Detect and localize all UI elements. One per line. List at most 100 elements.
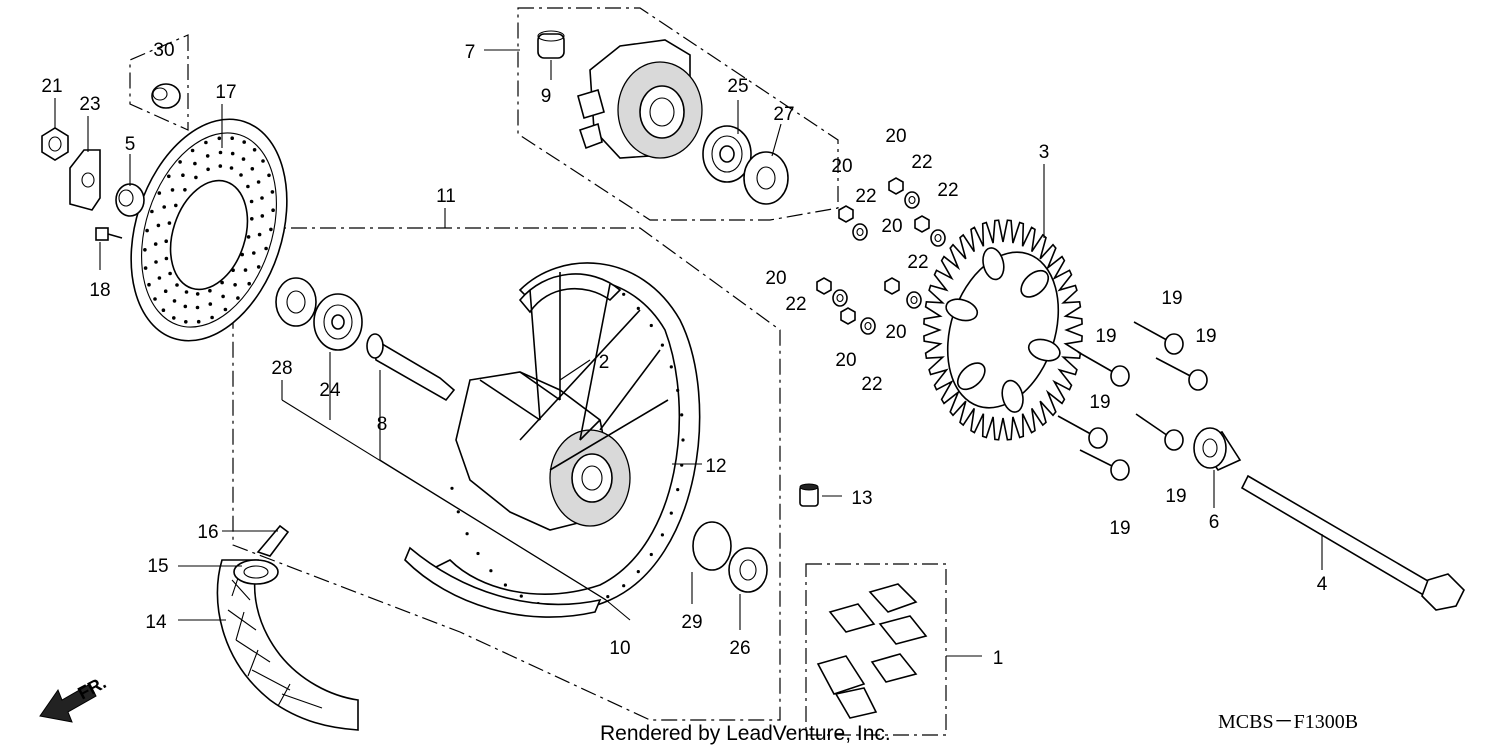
disc-hole — [220, 280, 224, 285]
o-ring-29 — [692, 521, 732, 571]
disc-hole — [242, 140, 246, 144]
disc-hole — [223, 307, 228, 312]
washer — [832, 289, 848, 307]
callout-17: 17 — [215, 82, 236, 103]
callout-10: 10 — [609, 638, 630, 659]
callout-22: 22 — [937, 180, 958, 201]
collar-30 — [151, 83, 181, 109]
callout-29: 29 — [681, 612, 702, 633]
disc-hole — [260, 196, 264, 200]
disc-hole — [183, 304, 188, 309]
rim-hole — [489, 569, 493, 573]
rim-hole — [649, 552, 653, 557]
disc-hole — [264, 246, 268, 251]
disc-hole — [162, 205, 166, 209]
callout-8: 8 — [377, 414, 388, 435]
callout-20: 20 — [831, 156, 852, 177]
disc-hole — [239, 173, 243, 177]
disc-hole — [183, 188, 187, 192]
disc-hole — [175, 283, 179, 287]
disc-hole — [157, 191, 162, 195]
disc-hole — [240, 252, 244, 257]
callout-18: 18 — [89, 280, 110, 301]
callout-21: 21 — [41, 76, 62, 97]
disc-hole — [271, 208, 275, 212]
callout-19: 19 — [1089, 392, 1110, 413]
callout-12: 12 — [705, 456, 726, 477]
washer-hole — [864, 321, 872, 331]
disc-hole — [256, 180, 261, 184]
callout-22: 22 — [785, 294, 806, 315]
rear-tire — [216, 559, 359, 731]
stud-head — [1188, 369, 1208, 391]
disc-hole — [252, 251, 256, 255]
flange-nut — [838, 205, 854, 223]
rim-hole — [669, 365, 673, 369]
rim-hole — [660, 343, 665, 347]
callout-30: 30 — [153, 40, 174, 61]
callout-7: 7 — [465, 42, 476, 63]
disc-hole — [193, 161, 197, 166]
flange-nut — [914, 215, 930, 233]
disc-hole — [195, 305, 200, 310]
rim-strip-parts — [816, 583, 928, 719]
callout-24: 24 — [319, 380, 341, 401]
inner-tube — [233, 559, 279, 585]
stud-head — [1088, 427, 1108, 449]
callout-11: 11 — [436, 186, 456, 207]
disc-hole — [170, 188, 175, 192]
disc-hole — [163, 289, 168, 294]
callout-2: 2 — [599, 352, 610, 373]
callout-13: 13 — [851, 488, 872, 509]
leader-lines — [54, 49, 1323, 657]
rim-band-top — [518, 273, 622, 314]
spoke — [529, 289, 541, 421]
disc-hole — [204, 140, 208, 145]
dust-seal-27 — [743, 151, 789, 205]
disc-hole — [153, 242, 158, 246]
callout-22: 22 — [907, 252, 928, 273]
rear-axle-4 — [1240, 474, 1465, 611]
disc-hole — [174, 203, 178, 208]
disc-hole — [153, 297, 157, 301]
brake-hose-bracket — [69, 149, 101, 211]
callout-27: 27 — [773, 104, 794, 125]
callout-19: 19 — [1095, 326, 1116, 347]
rim-hole — [465, 532, 469, 536]
bearing-24 — [313, 293, 363, 351]
washer-hole — [856, 227, 864, 237]
spoke — [579, 419, 601, 441]
rim-hole — [669, 511, 673, 515]
disc-hole — [221, 294, 225, 299]
flange-nut — [884, 277, 900, 295]
rim-hole — [450, 486, 454, 490]
disc-hole — [208, 302, 213, 306]
disc-hole — [195, 292, 200, 296]
disc-hole — [147, 282, 151, 287]
diagram-code: MCBS－F1300B — [1218, 711, 1358, 733]
damper-collar-6 — [1193, 427, 1242, 472]
flange-collar-9 — [537, 30, 565, 59]
disc-hole — [167, 174, 171, 179]
disc-hole — [243, 268, 248, 272]
sprocket-window — [945, 298, 979, 322]
disc-hole — [164, 239, 168, 243]
disc-hole — [218, 150, 223, 155]
disc-hole — [167, 221, 172, 225]
callout-15: 15 — [147, 556, 168, 577]
stud-head — [1110, 365, 1130, 387]
rim-hole — [681, 438, 685, 442]
disc-hole — [217, 136, 222, 141]
sprocket-window — [956, 362, 986, 391]
disc-hole — [172, 316, 176, 320]
disc-hole — [145, 228, 149, 233]
hub-assembly-group-outline — [517, 7, 839, 221]
callout-3: 3 — [1039, 142, 1050, 163]
disc-hole — [168, 271, 172, 276]
disc-hole — [196, 319, 201, 324]
render-credit: Rendered by LeadVenture, Inc. — [600, 722, 891, 745]
rim-hole — [503, 583, 507, 587]
driven-flange — [577, 39, 703, 159]
